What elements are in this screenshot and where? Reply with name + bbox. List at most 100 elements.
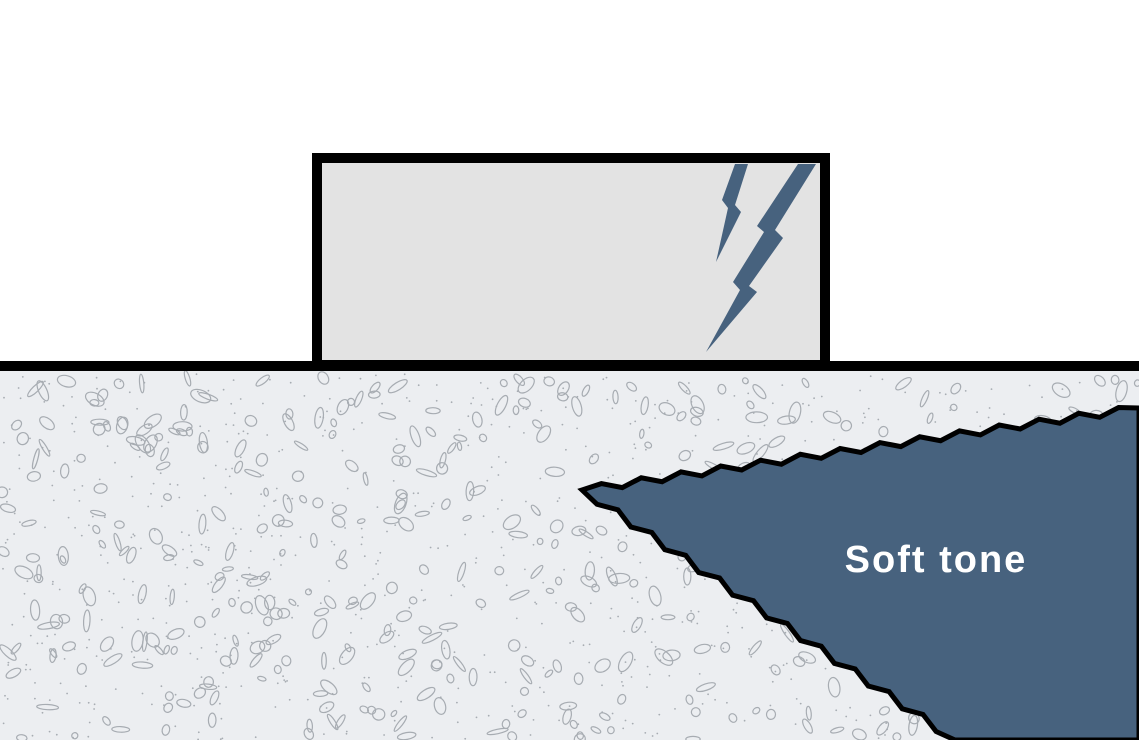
aggregate-dot bbox=[2, 722, 5, 725]
aggregate-stone bbox=[36, 380, 50, 402]
aggregate-dot bbox=[988, 407, 991, 409]
aggregate-stone bbox=[257, 675, 267, 682]
aggregate-stone bbox=[323, 595, 337, 610]
aggregate-stone bbox=[211, 607, 220, 618]
aggregate-dot bbox=[964, 390, 967, 392]
aggregate-dot bbox=[100, 554, 102, 556]
aggregate-stone bbox=[717, 383, 727, 395]
aggregate-stone bbox=[499, 378, 508, 388]
aggregate-stone bbox=[319, 701, 335, 714]
aggregate-dot bbox=[417, 492, 419, 495]
aggregate-stone bbox=[144, 443, 155, 458]
aggregate-dot bbox=[24, 668, 27, 671]
aggregate-dot bbox=[117, 601, 120, 604]
aggregate-dot bbox=[200, 647, 203, 649]
aggregate-dot bbox=[398, 634, 400, 637]
aggregate-dot bbox=[1003, 413, 1005, 416]
aggregate-dot bbox=[184, 583, 187, 586]
aggregate-stone bbox=[425, 426, 437, 438]
aggregate-dot bbox=[254, 736, 257, 739]
aggregate-dot bbox=[51, 484, 54, 487]
aggregate-stone bbox=[571, 396, 583, 417]
aggregate-stone bbox=[557, 381, 570, 396]
aggregate-stone bbox=[950, 403, 958, 412]
aggregate-dot bbox=[133, 656, 136, 659]
aggregate-dot bbox=[417, 384, 420, 387]
aggregate-stone bbox=[92, 524, 101, 535]
aggregate-dot bbox=[648, 673, 651, 676]
aggregate-dot bbox=[539, 477, 542, 480]
aggregate-dot bbox=[646, 686, 648, 688]
aggregate-stone bbox=[950, 382, 962, 395]
aggregate-stone bbox=[209, 690, 220, 706]
aggregate-dot bbox=[303, 395, 306, 397]
aggregate-dot bbox=[254, 597, 256, 600]
aggregate-dot bbox=[184, 405, 187, 408]
aggregate-dot bbox=[691, 449, 694, 452]
aggregate-stone bbox=[131, 661, 154, 669]
aggregate-dot bbox=[240, 685, 243, 687]
aggregate-dot bbox=[200, 442, 203, 445]
aggregate-stone bbox=[10, 642, 22, 655]
lightning-crack-icon bbox=[706, 164, 816, 352]
aggregate-stone bbox=[116, 416, 129, 431]
aggregate-dot bbox=[132, 533, 135, 536]
aggregate-dot bbox=[31, 734, 34, 737]
aggregate-dot bbox=[323, 733, 325, 735]
aggregate-dot bbox=[542, 666, 545, 669]
aggregate-dot bbox=[299, 536, 302, 538]
aggregate-stone bbox=[198, 513, 207, 535]
aggregate-dot bbox=[790, 678, 793, 681]
aggregate-dot bbox=[486, 479, 489, 482]
aggregate-stone bbox=[644, 441, 653, 449]
aggregate-dot bbox=[774, 670, 777, 673]
aggregate-stone bbox=[559, 701, 578, 711]
aggregate-dot bbox=[21, 376, 24, 378]
aggregate-dot bbox=[167, 585, 170, 587]
aggregate-dot bbox=[677, 412, 680, 414]
aggregate-dot bbox=[249, 581, 252, 584]
aggregate-dot bbox=[140, 598, 143, 601]
aggregate-dot bbox=[25, 663, 28, 666]
aggregate-dot bbox=[263, 505, 266, 507]
aggregate-dot bbox=[224, 486, 227, 489]
aggregate-stone bbox=[1110, 374, 1120, 385]
aggregate-dot bbox=[365, 471, 367, 474]
aggregate-dot bbox=[478, 436, 481, 439]
aggregate-dot bbox=[505, 584, 508, 587]
aggregate-dot bbox=[300, 470, 302, 473]
aggregate-dot bbox=[67, 516, 70, 519]
aggregate-dot bbox=[210, 581, 213, 584]
aggregate-dot bbox=[651, 735, 654, 737]
aggregate-stone bbox=[228, 597, 236, 608]
aggregate-dot bbox=[696, 622, 699, 625]
aggregate-dot bbox=[278, 524, 280, 527]
aggregate-dot bbox=[538, 513, 541, 516]
aggregate-dot bbox=[629, 422, 632, 425]
aggregate-dot bbox=[41, 642, 43, 645]
aggregate-stone bbox=[396, 731, 417, 740]
aggregate-stone bbox=[425, 407, 441, 415]
aggregate-dot bbox=[1116, 401, 1118, 403]
aggregate-dot bbox=[541, 622, 543, 625]
aggregate-dot bbox=[93, 703, 96, 706]
aggregate-stone bbox=[172, 421, 193, 432]
aggregate-dot bbox=[132, 580, 134, 583]
aggregate-stone bbox=[255, 452, 269, 467]
aggregate-dot bbox=[861, 422, 864, 424]
aggregate-dot bbox=[248, 566, 250, 569]
aggregate-stone bbox=[1093, 374, 1106, 387]
aggregate-dot bbox=[516, 390, 519, 393]
aggregate-dot bbox=[143, 381, 146, 384]
aggregate-dot bbox=[561, 423, 564, 426]
aggregate-stone bbox=[57, 546, 69, 566]
aggregate-dot bbox=[859, 389, 861, 392]
aggregate-dot bbox=[121, 626, 124, 629]
aggregate-dot bbox=[722, 647, 725, 650]
aggregate-stone bbox=[745, 411, 769, 424]
aggregate-dot bbox=[196, 658, 199, 660]
aggregate-dot bbox=[81, 485, 84, 487]
aggregate-dot bbox=[207, 583, 210, 585]
aggregate-dot bbox=[375, 563, 377, 565]
aggregate-dot bbox=[6, 698, 9, 700]
